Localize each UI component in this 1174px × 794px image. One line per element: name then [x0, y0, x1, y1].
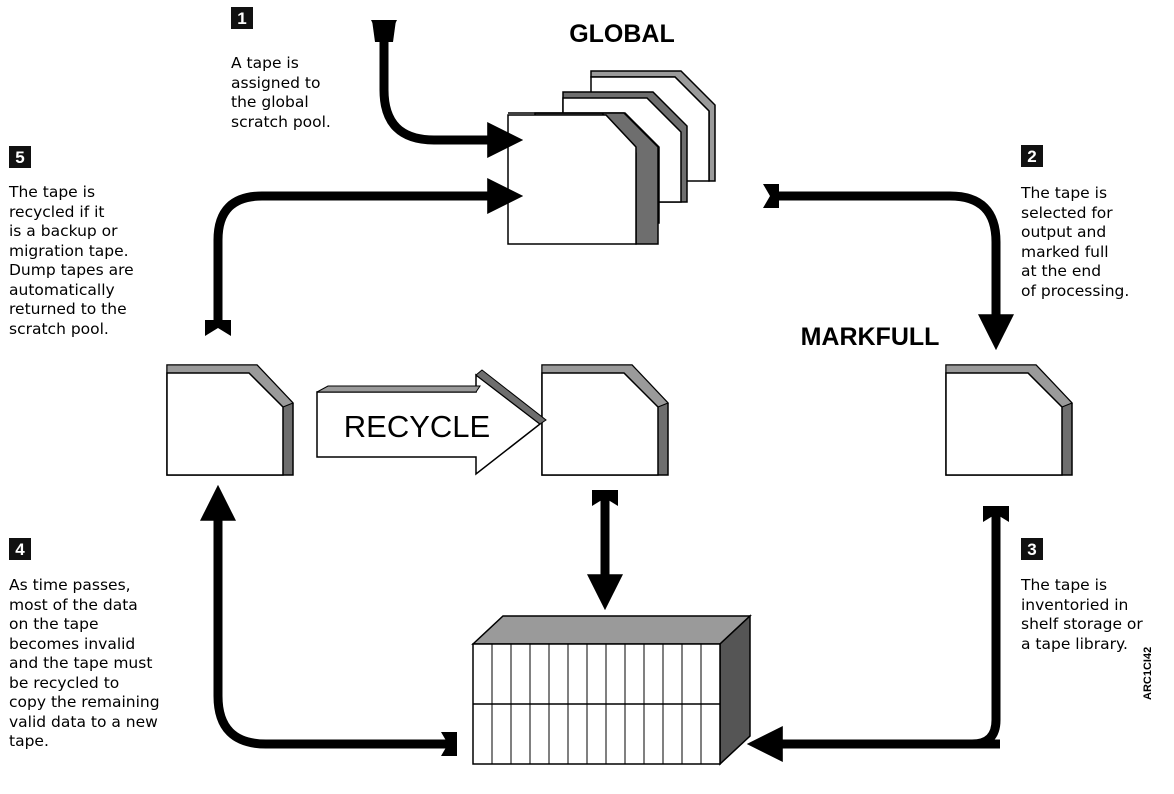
tape-cartridge-middle [541, 364, 669, 476]
arrow-markfull-to-library [967, 512, 1001, 749]
global-tape-stack [507, 70, 716, 245]
recycle-arrow: RECYCLE [316, 369, 547, 476]
step-3-description: The tape is inventoried in shelf storage… [1021, 576, 1143, 653]
step-2-description: The tape is selected for output and mark… [1021, 184, 1130, 300]
global-label: GLOBAL [569, 20, 675, 48]
svg-text:1: 1 [237, 9, 246, 28]
arrow-global-to-markfull [772, 191, 1014, 351]
svg-text:3: 3 [1027, 540, 1036, 559]
markfull-label: MARKFULL [801, 323, 940, 351]
svg-text:5: 5 [15, 148, 24, 167]
step-1-description: A tape is assigned to the global scratch… [231, 54, 331, 131]
tape-cartridge-left [166, 364, 294, 476]
recycle-label: RECYCLE [344, 409, 490, 444]
step-2-badge: 2 [1021, 145, 1043, 167]
tape-library-icon [471, 614, 752, 766]
svg-text:4: 4 [15, 540, 25, 559]
arrow-recycled-to-global [213, 178, 524, 322]
arrow-into-global-pool [379, 30, 524, 158]
step-1-badge: 1 [231, 7, 253, 29]
figure-id: ARC1CI42 [1142, 646, 1154, 700]
tape-cartridge-right [945, 364, 1073, 476]
arrow-library-to-left-tape [200, 484, 448, 749]
step-5-description: The tape is recycled if it is a backup o… [9, 183, 134, 338]
step-4-badge: 4 [9, 538, 31, 560]
step-4-description: As time passes, most of the data on the … [9, 576, 160, 750]
step-3-badge: 3 [1021, 538, 1043, 560]
step-5-badge: 5 [9, 146, 31, 168]
arrow-tails [205, 20, 1009, 756]
svg-text:2: 2 [1027, 147, 1036, 166]
